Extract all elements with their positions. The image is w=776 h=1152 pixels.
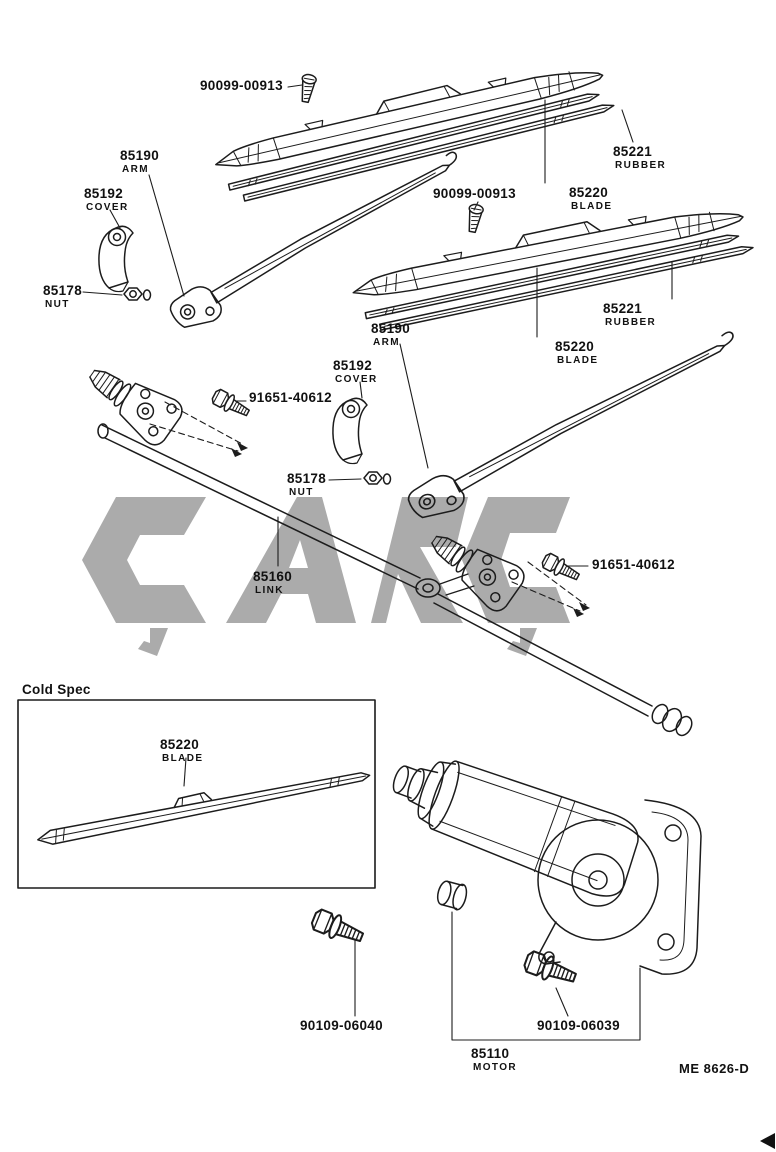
label-nut-1: 85178 NUT [43,283,82,311]
pivot-bolt-left [209,386,253,422]
part-number: 85220 [569,185,609,200]
mount-grommet [436,880,468,911]
label-motor: 85110 MOTOR [471,1046,517,1074]
motor-bolt-right [521,947,580,991]
part-name: BLADE [557,355,599,367]
part-number: 85221 [603,301,643,316]
label-pivot-bolt-right: 91651-40612 [592,557,675,573]
label-arm-1: 85190 ARM [120,148,159,176]
arm-cover-1 [98,225,134,293]
label-cover-1: 85192 COVER [84,186,129,214]
part-number: 85220 [555,339,595,354]
part-number: 85160 [253,569,293,584]
dashed-guide-lines [149,401,587,612]
page-corner-mark [760,1133,775,1149]
label-nut-2: 85178 NUT [287,471,326,499]
pivot-bolt-right [539,550,583,586]
label-pivot-bolt-left: 91651-40612 [249,390,332,406]
section-title: Cold Spec [22,682,91,697]
watermark-logo [82,497,570,656]
part-name: BLADE [162,753,204,765]
wiper-motor [392,760,702,975]
wiper-blade-assembly-1 [209,49,617,207]
label-blade-1: 85220 BLADE [569,185,612,213]
part-number: 85192 [84,186,124,201]
link-rod [97,423,693,737]
label-motor-bolt-right: 90109-06039 [537,1018,620,1034]
label-screw-mid: 90099-00913 [433,186,516,202]
label-arm-2: 85190 ARM [371,321,410,349]
mounting-bracket [639,799,702,975]
label-blade-2: 85220 BLADE [555,339,598,367]
part-number: 85192 [333,358,373,373]
part-number: 85178 [43,283,83,298]
part-name: ARM [373,337,400,349]
arm-cover-2 [332,397,368,465]
part-name: RUBBER [605,317,657,329]
motor-bolt-left [308,905,368,950]
label-rubber-1: 85221 RUBBER [613,144,666,172]
arm-nut-1 [123,287,152,301]
part-number: 90099-00913 [200,78,283,93]
gear-housing [537,819,659,941]
part-number: 85220 [160,737,200,752]
part-number: 90109-06040 [300,1018,383,1033]
diagram-code: ME 8626-D [679,1061,749,1077]
part-number: 90099-00913 [433,186,516,201]
part-number: 85190 [371,321,411,336]
part-number: 85190 [120,148,160,163]
part-number: 85110 [471,1046,510,1061]
cold-spec-title: Cold Spec [22,682,91,698]
part-name: NUT [289,487,314,499]
pivot-assembly-left [77,351,188,451]
part-number: 85221 [613,144,653,159]
part-name: BLADE [571,201,613,213]
label-screw-top: 90099-00913 [200,78,283,94]
part-name: LINK [255,585,284,597]
cold-spec-blade [37,772,371,845]
cold-spec-box [17,699,376,889]
part-name: RUBBER [615,160,667,172]
part-name: NUT [45,299,70,311]
part-number: 91651-40612 [249,390,332,405]
part-number: 90109-06039 [537,1018,620,1033]
label-rubber-2: 85221 RUBBER [603,301,656,329]
part-number: 91651-40612 [592,557,675,572]
label-motor-bolt-left: 90109-06040 [300,1018,383,1034]
label-blade-cold-spec: 85220 BLADE [160,737,203,765]
label-link: 85160 LINK [253,569,292,597]
leader-lines [82,84,673,1041]
part-number: 85178 [287,471,327,486]
part-name: ARM [122,164,149,176]
blade-screw-top [297,72,318,104]
diagram-code-text: ME 8626-D [679,1061,750,1076]
part-name: COVER [335,374,378,386]
wiper-blade-assembly-2 [347,190,756,335]
label-cover-2: 85192 COVER [333,358,378,386]
part-name: COVER [86,202,129,214]
part-name: MOTOR [473,1062,518,1074]
arm-nut-2 [363,471,392,485]
arrowheads [231,442,590,617]
